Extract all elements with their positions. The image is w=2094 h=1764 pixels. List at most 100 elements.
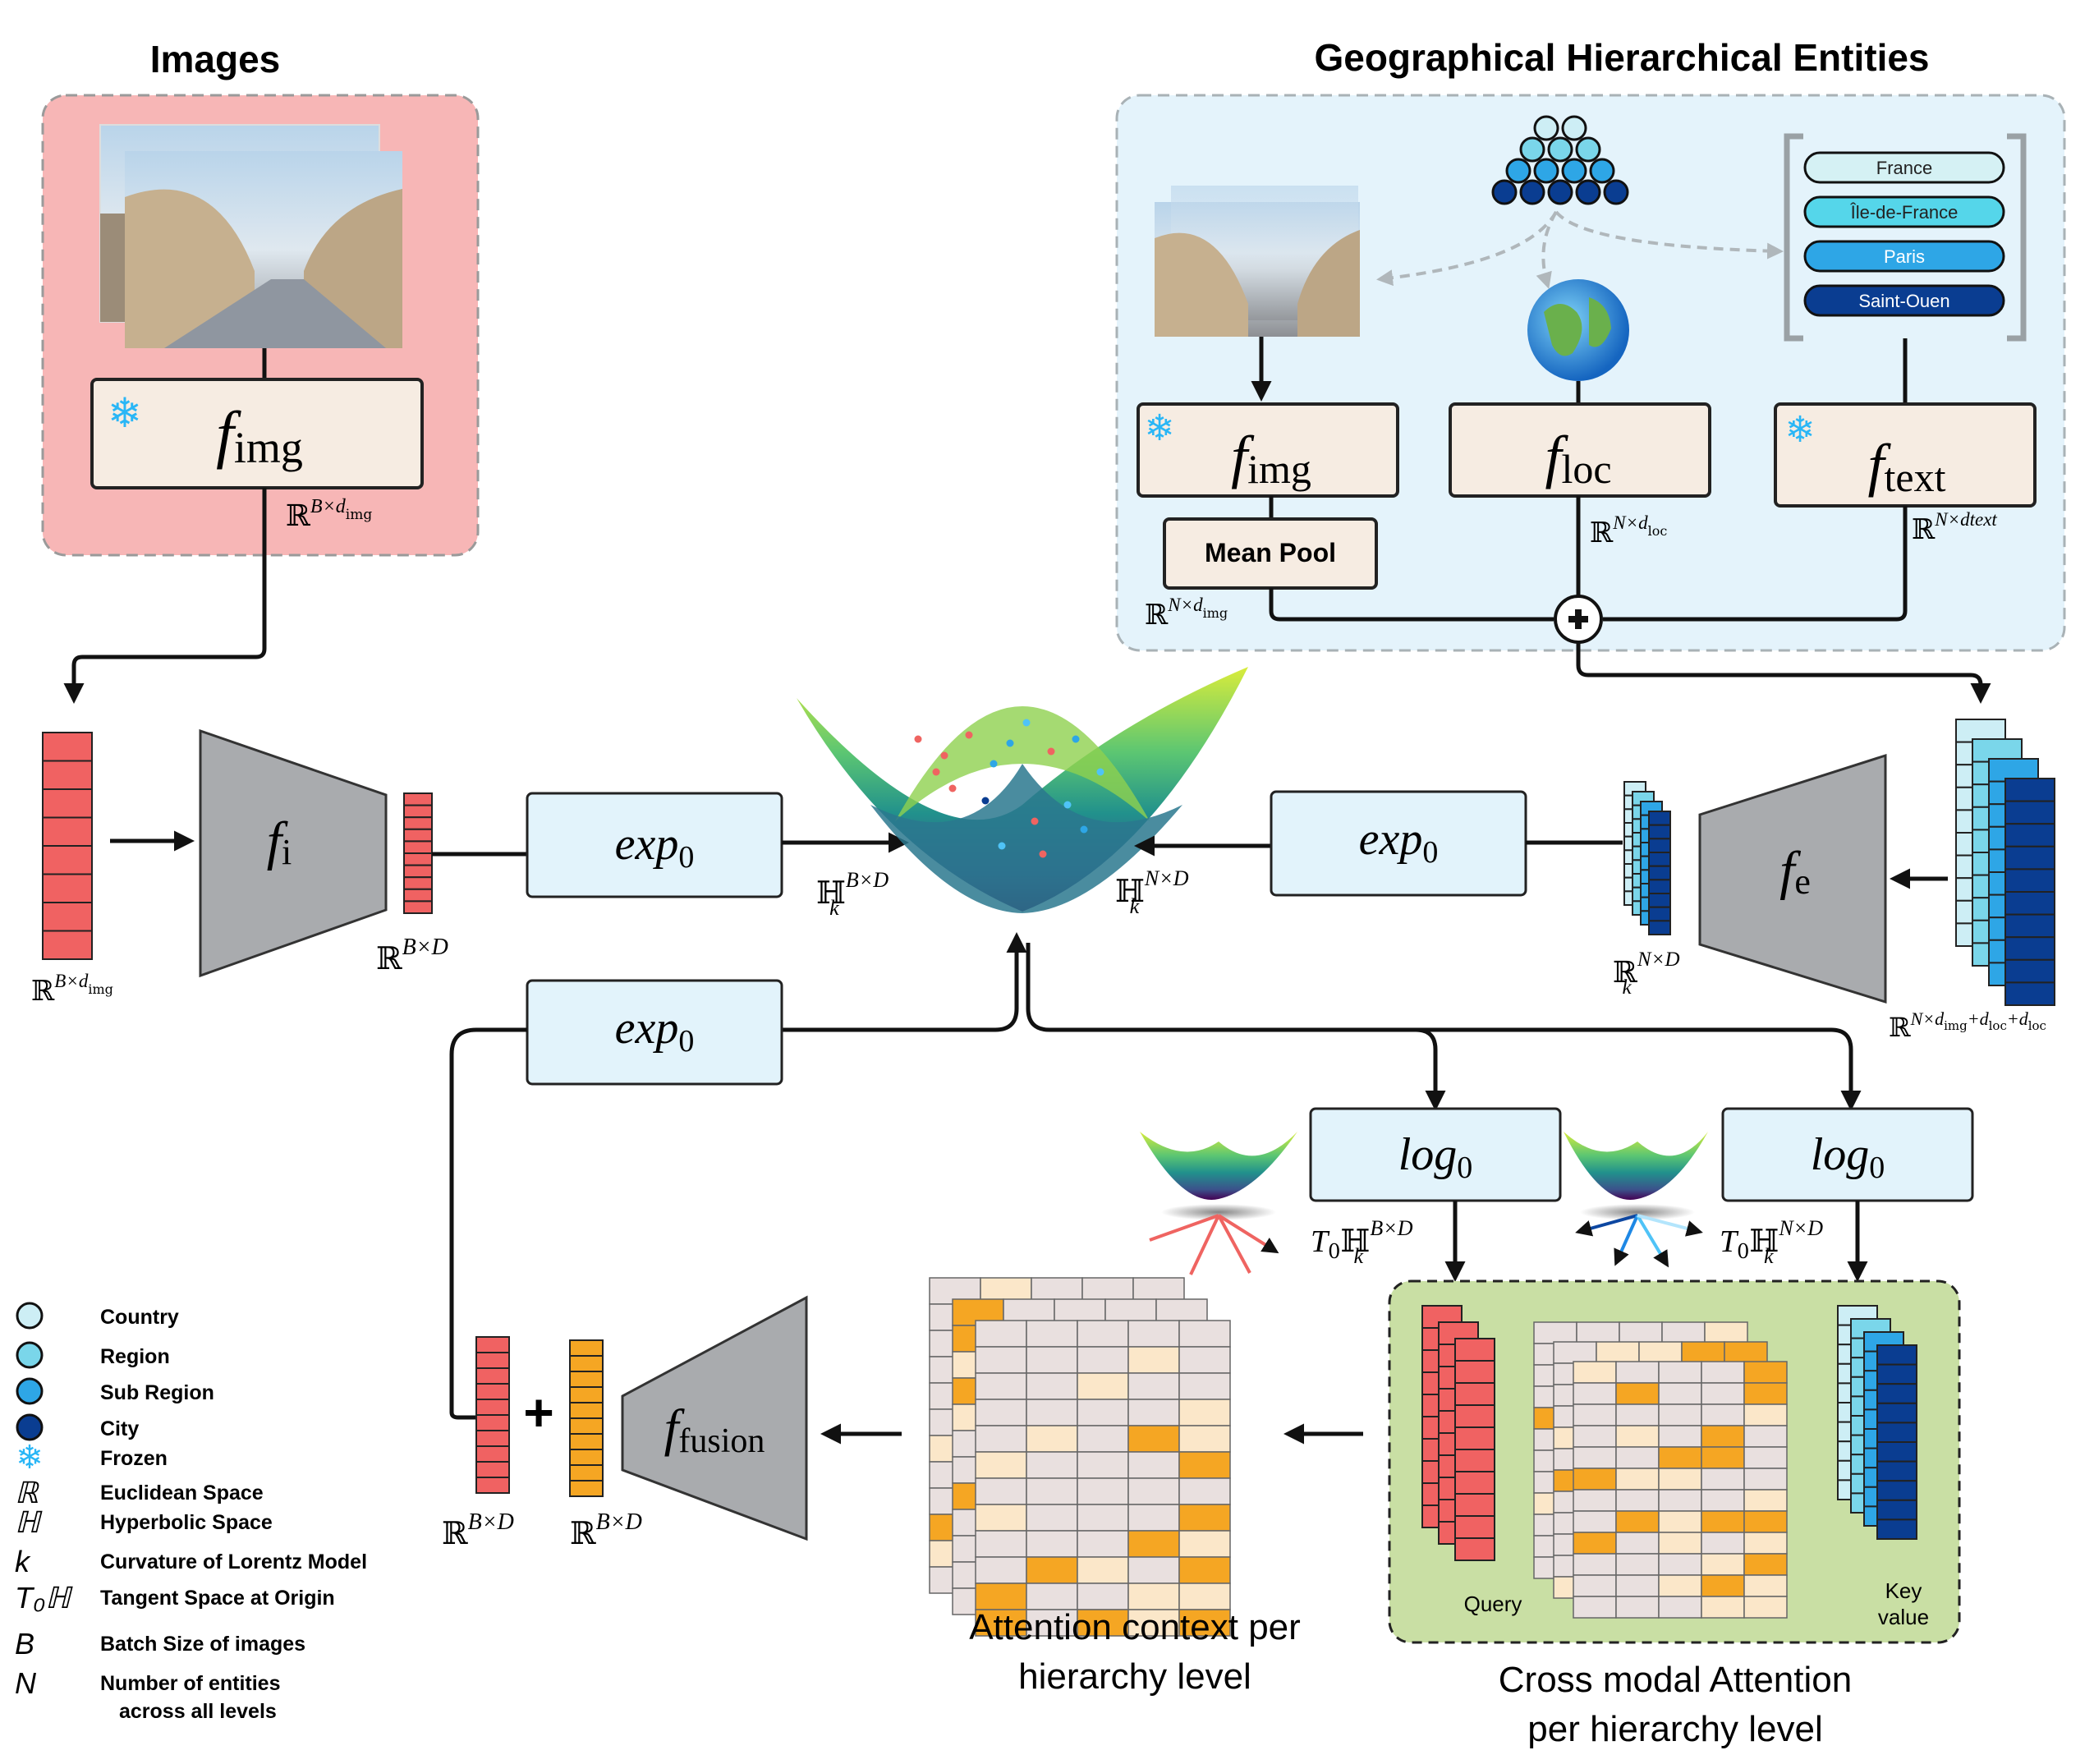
- exp0-label-fusion: exp0: [615, 1003, 695, 1059]
- matrix-cell: [975, 1372, 1027, 1400]
- matrix-cell: [1615, 1382, 1660, 1405]
- embedding-point: [914, 735, 922, 743]
- embedding-point: [940, 751, 948, 760]
- matrix-cell: [1026, 1372, 1078, 1400]
- attention-context-title-1: Attention context per: [969, 1607, 1301, 1647]
- vector-cell: [569, 1339, 604, 1357]
- vector-cell: [42, 930, 93, 960]
- embedding-point: [932, 768, 940, 776]
- f-fusion-encoder: [621, 1295, 808, 1541]
- embedding-point: [1031, 817, 1039, 825]
- space-label-r-b-d-1: ℝB×D: [376, 935, 448, 976]
- attention-context-title-2: hierarchy level: [1018, 1656, 1251, 1697]
- vector-cell: [1648, 811, 1671, 826]
- legend-symbol: N: [15, 1666, 37, 1700]
- snowflake-icon: ❄: [1145, 408, 1175, 448]
- matrix-cell: [1178, 1372, 1231, 1400]
- vector-cell: [475, 1383, 510, 1400]
- matrix-cell: [1127, 1320, 1180, 1348]
- matrix-cell: [1658, 1574, 1702, 1597]
- vector-cell: [1454, 1493, 1495, 1517]
- tangent-space-icon-key: [1564, 1132, 1708, 1268]
- matrix-cell: [1178, 1477, 1231, 1505]
- matrix-cell: [1615, 1489, 1660, 1512]
- matrix-cell: [1026, 1530, 1078, 1558]
- matrix-cell: [1127, 1609, 1180, 1637]
- vector-cell: [42, 788, 93, 819]
- legend-circle: [16, 1377, 44, 1405]
- matrix-cell: [1127, 1346, 1180, 1374]
- cross-attention-title-2: per hierarchy level: [1527, 1709, 1823, 1749]
- vector-cell: [403, 816, 433, 830]
- vector-cell: [475, 1461, 510, 1478]
- vector-cell: [569, 1449, 604, 1466]
- matrix-cell: [1743, 1532, 1788, 1555]
- key-value-vectors: [1837, 1305, 1917, 1541]
- fusion-image-vector: [475, 1336, 510, 1494]
- matrix-cell: [1658, 1510, 1702, 1533]
- vector-cell: [1648, 906, 1671, 922]
- fusion-context-vector: [569, 1339, 604, 1497]
- f-img-box-left: [90, 378, 424, 489]
- f-i-encoder: [199, 728, 388, 978]
- matrix-cell: [1026, 1583, 1078, 1610]
- embedding-point: [998, 842, 1006, 850]
- matrix-cell: [1701, 1574, 1745, 1597]
- tangent-space-icon-query: [1140, 1132, 1297, 1275]
- legend-label: Batch Size of images: [100, 1633, 305, 1656]
- matrix-cell: [1178, 1451, 1231, 1479]
- attention-matrix-cross: [1533, 1321, 1788, 1619]
- matrix-cell: [1701, 1489, 1745, 1512]
- matrix-cell: [1127, 1556, 1180, 1584]
- matrix-cell: [1026, 1609, 1078, 1637]
- vector-cell: [2004, 913, 2055, 939]
- matrix-cell: [1573, 1489, 1617, 1512]
- matrix-cell: [1026, 1477, 1078, 1505]
- matrix-cell: [1178, 1556, 1231, 1584]
- vector-cell: [2004, 845, 2055, 871]
- matrix-cell: [1077, 1556, 1129, 1584]
- vector-cell: [403, 852, 433, 866]
- matrix-cell: [1178, 1530, 1231, 1558]
- attention-context-matrix: [929, 1277, 1231, 1637]
- vector-cell: [1648, 824, 1671, 840]
- vector-cell: [2004, 981, 2055, 1007]
- matrix-cell: [1026, 1451, 1078, 1479]
- matrix-cell: [1701, 1361, 1745, 1384]
- matrix-cell: [1743, 1382, 1788, 1405]
- log0-box-key: [1721, 1107, 1974, 1202]
- matrix-cell: [1573, 1361, 1617, 1384]
- legend-symbol: B: [15, 1627, 34, 1661]
- matrix-cell: [1178, 1320, 1231, 1348]
- hierarchy-node: [1547, 136, 1573, 163]
- vector-cell: [1454, 1449, 1495, 1472]
- legend-label: Sub Region: [100, 1381, 214, 1404]
- matrix-cell: [1615, 1468, 1660, 1491]
- space-label-r-b-d-3: ℝB×D: [570, 1509, 642, 1551]
- vector-cell: [1876, 1383, 1917, 1404]
- hierarchy-pyramid-icon: [1491, 115, 1629, 205]
- geo-title: Geographical Hierarchical Entities: [1314, 36, 1929, 79]
- vector-cell: [1454, 1471, 1495, 1495]
- embedding-point: [1039, 850, 1047, 858]
- vector-cell: [1648, 920, 1671, 936]
- vector-cell: [42, 845, 93, 875]
- vector-cell: [1454, 1404, 1495, 1428]
- vector-cell: [42, 873, 93, 903]
- matrix-cell: [1615, 1532, 1660, 1555]
- matrix-cell: [1576, 1321, 1620, 1344]
- vector-cell: [403, 828, 433, 843]
- matrix-cell: [1573, 1468, 1617, 1491]
- hierarchy-node: [1575, 136, 1601, 163]
- matrix-cell: [1026, 1425, 1078, 1453]
- matrix-cell: [1077, 1320, 1129, 1348]
- space-label-r-n-dcat: ℝN×dimg+dloc+dloc: [1889, 1008, 2046, 1043]
- matrix-cell: [1701, 1553, 1745, 1576]
- embedding-point: [965, 731, 973, 739]
- entity-label: France: [1876, 158, 1932, 178]
- vector-cell: [42, 732, 93, 762]
- vector-cell: [1454, 1382, 1495, 1406]
